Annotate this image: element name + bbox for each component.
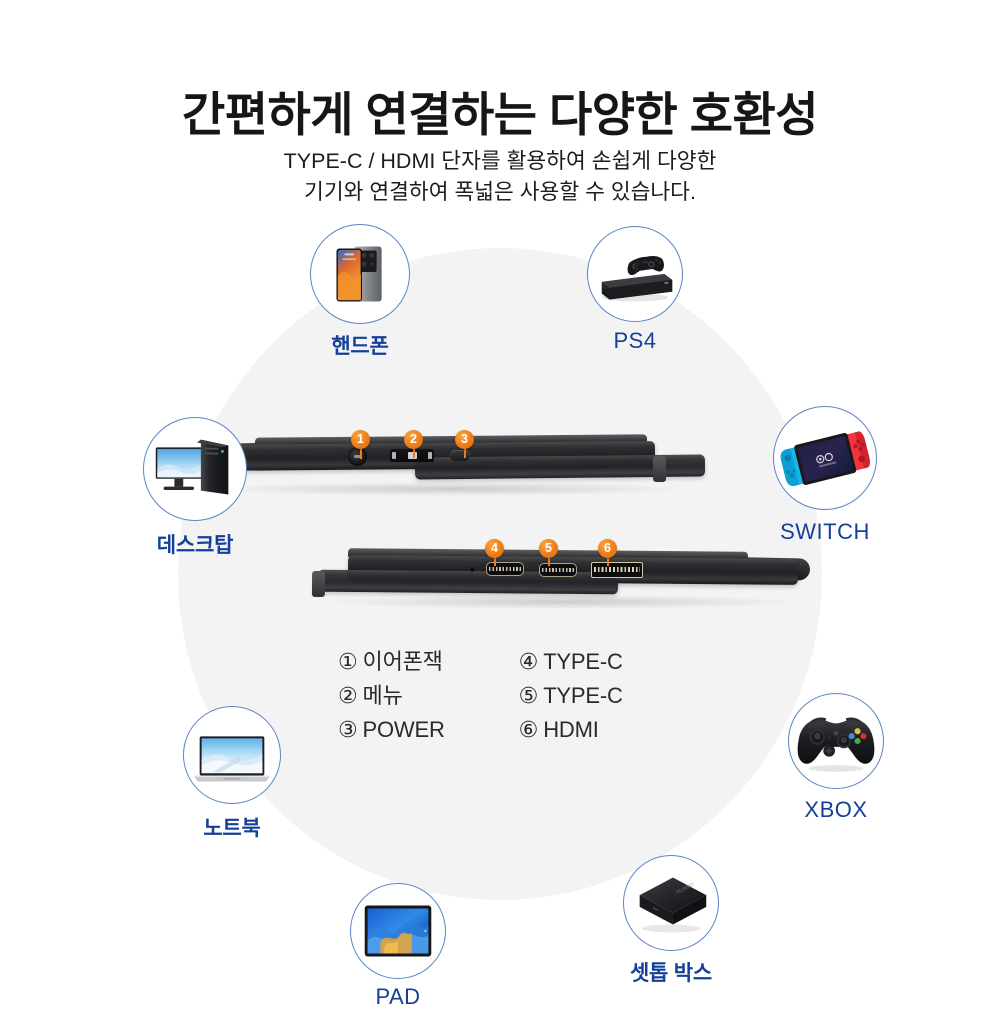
- device-label-phone: 핸드폰: [331, 335, 389, 358]
- subtitle-line-1: TYPE-C / HDMI 단자를 활용하여 손쉽게 다양한: [283, 149, 717, 173]
- device-bubble-pad: [350, 883, 446, 979]
- power-button-port[interactable]: [450, 450, 470, 461]
- smartphone-icon: [336, 246, 382, 302]
- indicator-pinhole: [470, 567, 475, 572]
- device-item-settop-box[interactable]: HUAWEI 셋톱 박스: [615, 855, 727, 987]
- leader-line-4: [494, 556, 496, 566]
- device-label-settop-box: 셋톱 박스: [629, 962, 713, 985]
- subtitle-line-2: 기기와 연결하여 폭넓은 사용할 수 있습나다.: [304, 180, 696, 204]
- device-label-ps4: PS4: [613, 328, 657, 353]
- device-item-pad[interactable]: PAD: [346, 883, 450, 1010]
- monitor-lower-edge-view: [308, 545, 838, 609]
- device-label-xbox: XBOX: [804, 797, 868, 822]
- legend-text-1: 이어폰잭: [362, 649, 443, 674]
- device-label-notebook: 노트북: [203, 817, 261, 840]
- legend-text-5: TYPE-C: [543, 683, 623, 708]
- device-bubble-switch: [773, 406, 877, 510]
- device-bubble-desktop: [143, 417, 247, 521]
- menu-switch-control[interactable]: [390, 449, 434, 462]
- device-item-desktop[interactable]: 데스크탑: [133, 417, 257, 559]
- device-label-pad: PAD: [375, 984, 421, 1009]
- nintendo-switch-icon: [780, 431, 870, 486]
- device-bubble-settop-box: HUAWEI: [623, 855, 719, 951]
- legend-marker-1: ①: [338, 649, 358, 674]
- leader-line-2: [413, 448, 415, 458]
- desktop-computer-icon: [155, 439, 229, 495]
- device-item-ps4[interactable]: PS4: [585, 226, 685, 354]
- callout-badge-5: 5: [539, 539, 558, 558]
- device-bubble-phone: [310, 224, 410, 324]
- game-controller-icon: [797, 717, 875, 772]
- leader-line-5: [548, 556, 550, 566]
- device-bubble-xbox: [788, 693, 884, 789]
- monitor-end-cap-upper: [652, 455, 667, 483]
- legend-text-3: POWER: [362, 717, 445, 742]
- page-title: 간편하게 연결하는 다양한 호환성: [181, 88, 819, 141]
- device-item-notebook[interactable]: 노트북: [172, 706, 292, 842]
- device-item-switch[interactable]: SWITCH: [771, 406, 879, 545]
- device-label-switch: SWITCH: [780, 519, 870, 544]
- device-bubble-ps4: [587, 226, 683, 322]
- tablet-icon: [364, 905, 432, 957]
- device-item-xbox[interactable]: XBOX: [781, 693, 891, 823]
- legend-marker-3: ③: [338, 717, 358, 742]
- laptop-icon: [193, 736, 271, 782]
- page-subtitle: TYPE-C / HDMI 단자를 활용하여 손쉽게 다양한 기기와 연결하여 …: [0, 146, 1000, 208]
- leader-line-3: [464, 448, 466, 458]
- device-bubble-notebook: [183, 706, 281, 804]
- legend-marker-2: ②: [338, 683, 358, 708]
- set-top-box-icon: HUAWEI: [639, 877, 707, 933]
- earphone-jack-port: [348, 447, 367, 466]
- legend-text-4: TYPE-C: [543, 649, 623, 674]
- leader-line-6: [607, 556, 609, 566]
- callout-badge-2: 2: [404, 430, 423, 449]
- monitor-shadow: [215, 482, 685, 496]
- legend-text-6: HDMI: [543, 717, 599, 742]
- legend-marker-5: ⑤: [518, 683, 539, 708]
- leader-line-1: [360, 448, 362, 459]
- game-console-icon: [601, 255, 673, 302]
- legend-text-2: 메뉴: [362, 683, 403, 708]
- device-item-phone[interactable]: 핸드폰: [308, 224, 412, 360]
- callout-badge-4: 4: [485, 539, 504, 558]
- callout-badge-1: 1: [351, 430, 370, 449]
- monitor-end-cap-lower: [311, 570, 326, 598]
- usb-c-port-4: [486, 562, 524, 576]
- callout-badge-3: 3: [455, 430, 474, 449]
- hdmi-port-6: [591, 562, 643, 578]
- callout-badge-6: 6: [598, 539, 617, 558]
- monitor-shadow-lower: [328, 595, 798, 609]
- legend-marker-4: ④: [518, 649, 539, 674]
- device-label-desktop: 데스크탑: [156, 534, 234, 557]
- legend-marker-6: ⑥: [518, 717, 539, 742]
- usb-c-port-5: [539, 563, 577, 577]
- monitor-upper-edge-view: [205, 430, 706, 496]
